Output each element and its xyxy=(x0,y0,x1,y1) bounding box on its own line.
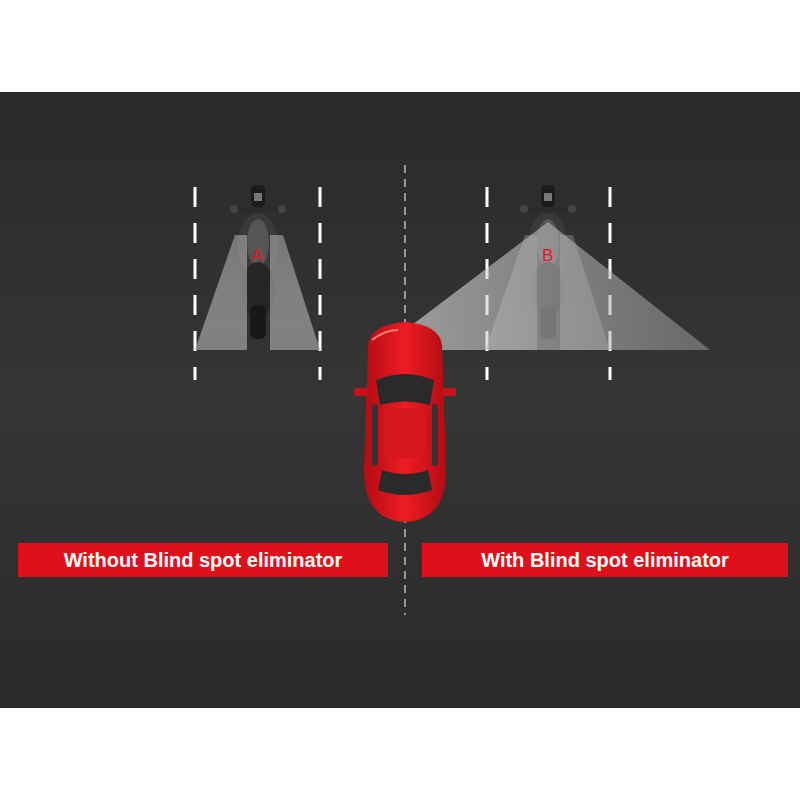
banner-text: Without Blind spot eliminator xyxy=(64,549,343,572)
vehicle-letter: B xyxy=(542,247,553,264)
vehicle-letter: A xyxy=(252,247,263,264)
banner-text: With Blind spot eliminator xyxy=(481,549,729,572)
caption-banner: Without Blind spot eliminator xyxy=(18,543,388,577)
caption-banner: With Blind spot eliminator xyxy=(422,543,788,577)
